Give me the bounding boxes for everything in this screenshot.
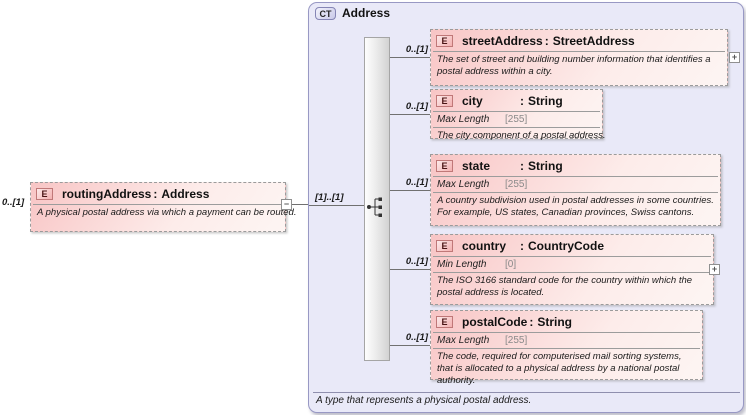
- complex-type-annotation: A type that represents a physical postal…: [316, 395, 532, 406]
- element-name: city: [462, 94, 483, 108]
- connector-line: [390, 269, 430, 270]
- facet-value: [255]: [505, 335, 528, 346]
- root-cardinality-label: 0..[1]: [2, 197, 25, 208]
- element-badge-icon: E: [436, 35, 453, 47]
- element-description: The ISO 3166 standard code for the count…: [437, 275, 693, 298]
- facet-row: Max Length [255]: [431, 177, 720, 192]
- cardinality-label: 0..[1]: [405, 101, 428, 112]
- sequence-icon[interactable]: [366, 195, 386, 219]
- divider: [433, 51, 725, 52]
- element-description: The code, required for computerised mail…: [437, 351, 682, 386]
- element-header: E streetAddress : StreetAddress: [431, 30, 727, 51]
- element-type: String: [528, 94, 563, 108]
- facet-row: Min Length [0]: [431, 257, 713, 272]
- element-type: String: [528, 159, 563, 173]
- element-description: The city component of a postal address.: [437, 130, 606, 141]
- colon-separator: :: [153, 187, 158, 201]
- divider: [313, 392, 740, 393]
- connector-line: [285, 204, 309, 205]
- cardinality-label: 0..[1]: [405, 332, 428, 343]
- element-badge-icon: E: [436, 240, 453, 252]
- facet-row: Max Length [255]: [431, 333, 702, 348]
- cardinality-label: 0..[1]: [405, 44, 428, 55]
- element-postalCode[interactable]: E postalCode : String Max Length [255] T…: [430, 310, 703, 386]
- element-streetAddress[interactable]: E streetAddress : StreetAddress The set …: [430, 29, 728, 86]
- divider: [433, 332, 700, 333]
- element-header: E city : String: [431, 90, 602, 111]
- facet-value: [255]: [505, 114, 528, 125]
- connector-line: [309, 205, 364, 206]
- colon-separator: :: [520, 239, 524, 253]
- complex-type-badge-icon: CT: [315, 7, 336, 20]
- element-city[interactable]: E city : String Max Length [255] The cit…: [430, 89, 605, 141]
- divider: [433, 256, 711, 257]
- element-state[interactable]: E state : String Max Length [255] A coun…: [430, 154, 721, 226]
- facet-value: [255]: [505, 179, 528, 190]
- element-type: CountryCode: [528, 239, 604, 253]
- element-name: routingAddress: [62, 187, 152, 201]
- connector-line: [390, 345, 430, 346]
- colon-separator: :: [520, 159, 524, 173]
- element-badge-icon: E: [436, 95, 453, 107]
- complex-type-title: Address: [342, 6, 391, 20]
- divider: [433, 176, 718, 177]
- element-header: E state : String: [431, 155, 720, 176]
- divider: [433, 272, 711, 273]
- divider: [433, 127, 600, 128]
- divider: [433, 192, 718, 193]
- element-name: streetAddress: [462, 34, 543, 48]
- colon-separator: :: [544, 34, 549, 48]
- element-description: A physical postal address via which a pa…: [37, 207, 297, 218]
- element-badge-icon: E: [436, 316, 453, 328]
- cardinality-label: 0..[1]: [405, 256, 428, 267]
- element-type: Address: [161, 187, 210, 201]
- facet-name: Max Length: [437, 335, 490, 346]
- divider: [33, 204, 283, 205]
- element-header: E postalCode : String: [431, 311, 702, 332]
- element-name: state: [462, 159, 491, 173]
- element-header: E routingAddress : Address: [31, 183, 285, 204]
- element-description: The set of street and building number in…: [437, 54, 711, 77]
- expand-icon[interactable]: +: [729, 52, 740, 63]
- element-header: E country : CountryCode: [431, 235, 713, 256]
- expand-icon[interactable]: +: [709, 264, 720, 275]
- collapse-icon[interactable]: −: [281, 199, 292, 210]
- divider: [433, 111, 600, 112]
- facet-value: [0]: [505, 259, 517, 270]
- connector-line: [390, 114, 430, 115]
- complex-type-address[interactable]: CT Address [1]..[1] 0..[1] 0..[1] 0..[1]…: [308, 2, 744, 413]
- sequence-cardinality-label: [1]..[1]: [315, 192, 344, 203]
- element-name: postalCode: [462, 315, 528, 329]
- divider: [433, 348, 700, 349]
- element-routingAddress[interactable]: E routingAddress : Address A physical po…: [30, 182, 297, 232]
- element-type: String: [537, 315, 573, 329]
- element-description: A country subdivision used in postal add…: [437, 195, 714, 218]
- facet-name: Max Length: [437, 179, 490, 190]
- cardinality-label: 0..[1]: [405, 177, 428, 188]
- facet-name: Max Length: [437, 114, 490, 125]
- element-badge-icon: E: [36, 188, 53, 200]
- connector-line: [390, 57, 430, 58]
- facet-name: Min Length: [437, 259, 487, 270]
- element-country[interactable]: E country : CountryCode Min Length [0] T…: [430, 234, 714, 305]
- colon-separator: :: [520, 94, 524, 108]
- connector-line: [390, 190, 430, 191]
- element-badge-icon: E: [436, 160, 453, 172]
- element-name: country: [462, 239, 507, 253]
- facet-row: Max Length [255]: [431, 112, 602, 127]
- colon-separator: :: [529, 315, 534, 329]
- element-type: StreetAddress: [552, 34, 635, 48]
